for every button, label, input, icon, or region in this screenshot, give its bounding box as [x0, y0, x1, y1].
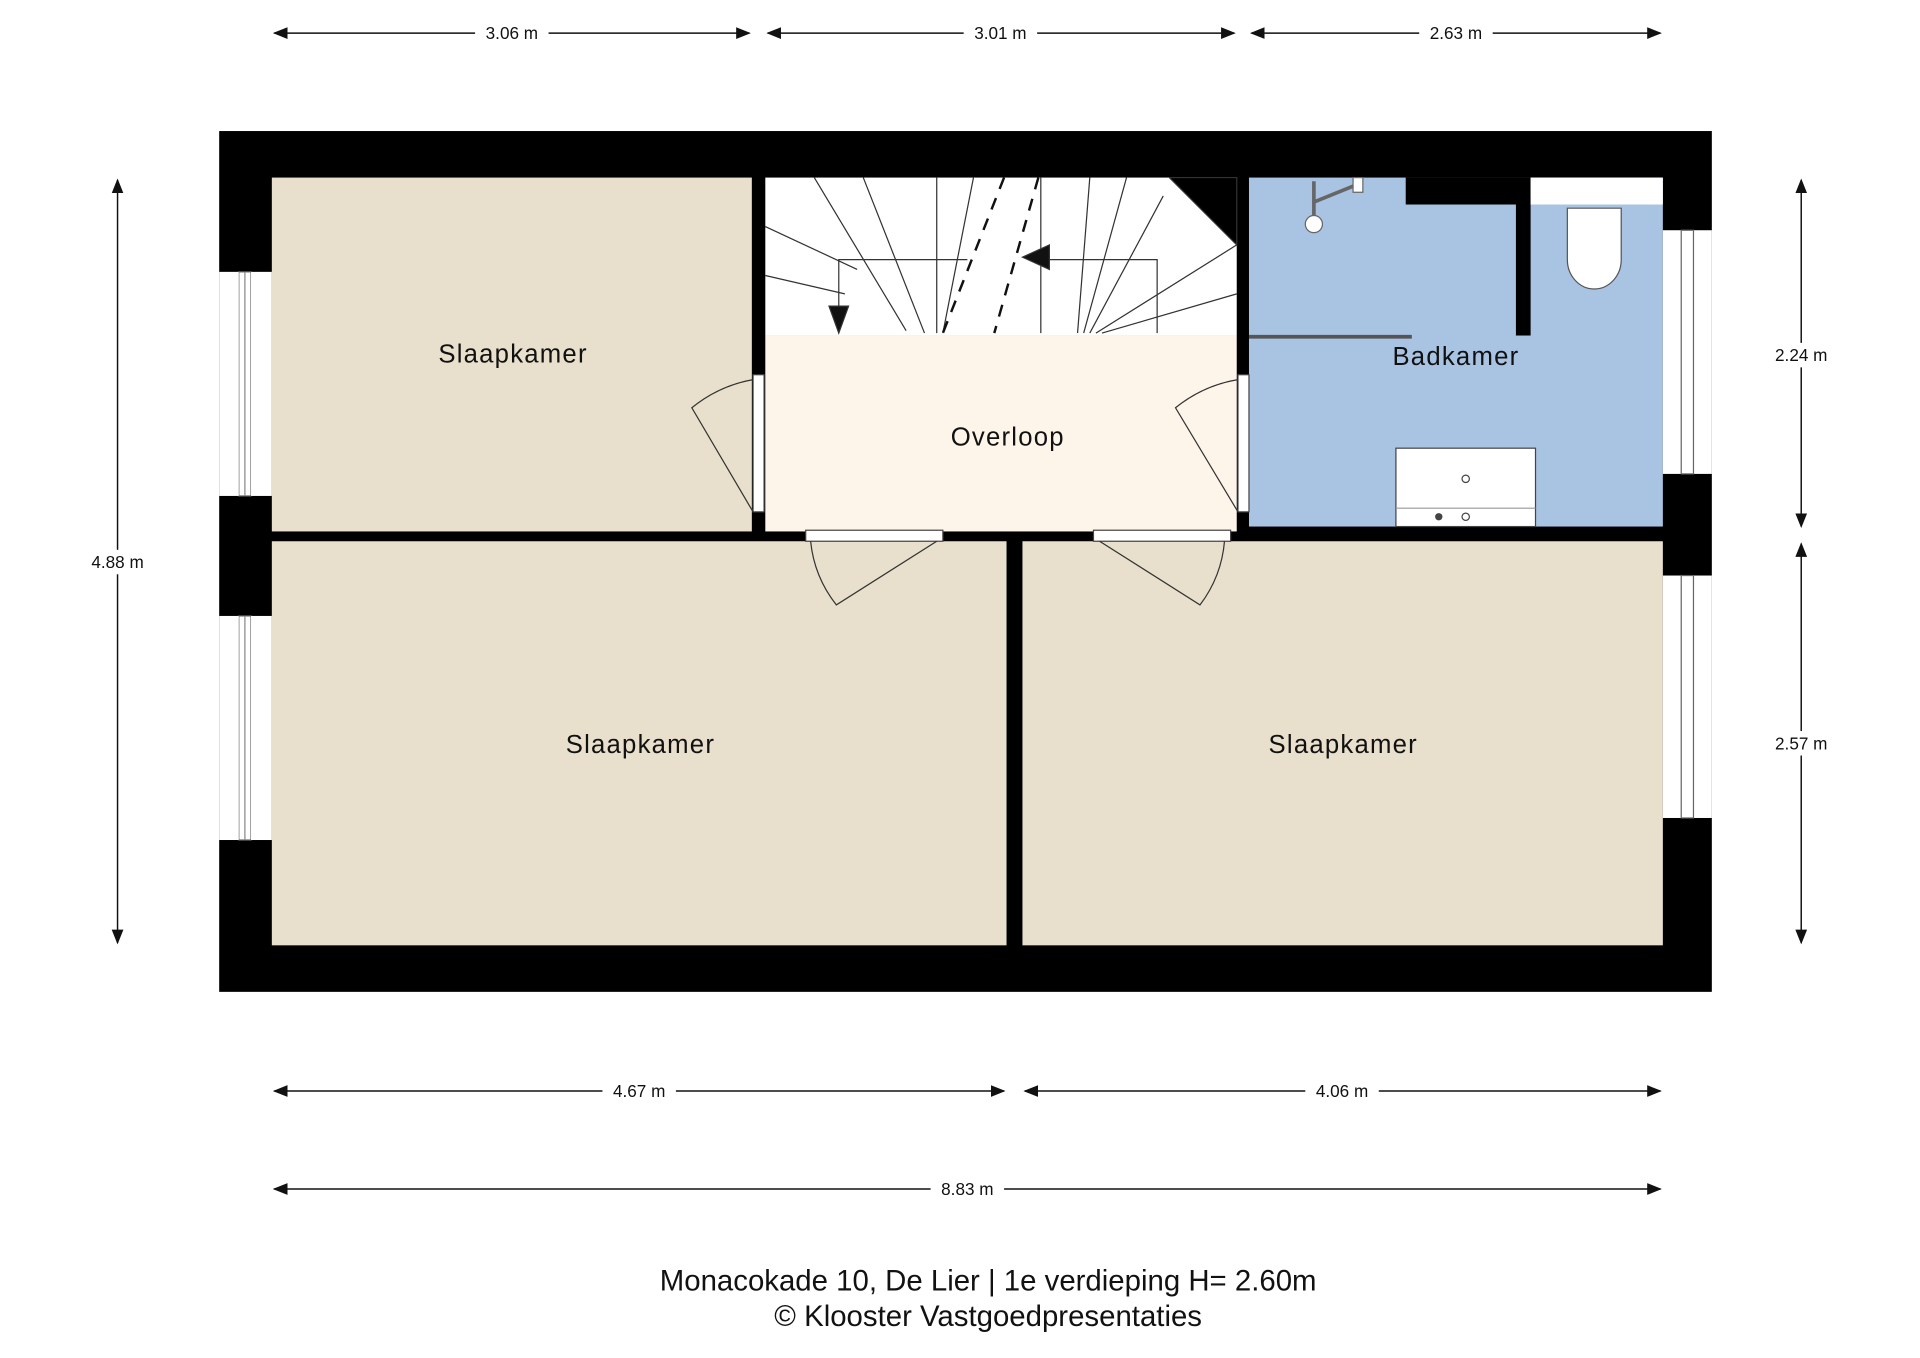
- dim-right-1: 2.24 m: [1775, 345, 1827, 365]
- room-bedroom-bottom-left: [271, 541, 1007, 946]
- toilet-cistern: [1530, 177, 1663, 205]
- caption-copyright: © Klooster Vastgoedpresentaties: [774, 1300, 1202, 1333]
- window-left-bottom: [238, 615, 252, 841]
- room-label-bathroom: Badkamer: [1392, 343, 1519, 371]
- dim-bottom-2: 4.06 m: [1316, 1081, 1368, 1101]
- toilet-icon: [1566, 207, 1622, 290]
- dimension-labels: 3.06 m 3.01 m 2.63 m 4.88 m 2.24 m 2.57 …: [80, 20, 1838, 1202]
- dim-bottom-total: 8.83 m: [941, 1179, 993, 1199]
- dim-top-3: 2.63 m: [1430, 23, 1482, 43]
- room-bedroom-bottom-right: [1022, 541, 1663, 946]
- door-bedroom-top-left[interactable]: [691, 374, 765, 513]
- caption-title: Monacokade 10, De Lier | 1e verdieping H…: [660, 1265, 1317, 1298]
- window-right-top: [1662, 229, 1712, 475]
- dim-right-2: 2.57 m: [1775, 733, 1827, 753]
- staircase: [765, 176, 1238, 335]
- door-bathroom[interactable]: [1174, 374, 1250, 513]
- dim-left-total: 4.88 m: [91, 552, 143, 572]
- room-label-bedroom-top-left: Slaapkamer: [438, 340, 587, 368]
- room-label-landing: Overloop: [951, 424, 1065, 452]
- room-label-bedroom-bottom-left: Slaapkamer: [566, 731, 715, 759]
- room-label-bedroom-bottom-right: Slaapkamer: [1269, 731, 1418, 759]
- room-bedroom-top-left: [271, 177, 752, 532]
- toilet-partition: [1515, 195, 1531, 336]
- dim-bottom-1: 4.67 m: [613, 1081, 665, 1101]
- dim-top-1: 3.06 m: [486, 23, 538, 43]
- dim-top-2: 3.01 m: [974, 23, 1026, 43]
- bathroom-wall-block: [1405, 177, 1531, 205]
- sink-icon: [1395, 447, 1537, 528]
- room-landing: [765, 335, 1237, 532]
- window-right-bottom: [1662, 574, 1712, 819]
- door-bedroom-bottom-left[interactable]: [805, 529, 944, 606]
- shower-icon: [1304, 176, 1364, 234]
- window-left-top: [238, 271, 252, 497]
- door-bedroom-bottom-right[interactable]: [1092, 529, 1232, 606]
